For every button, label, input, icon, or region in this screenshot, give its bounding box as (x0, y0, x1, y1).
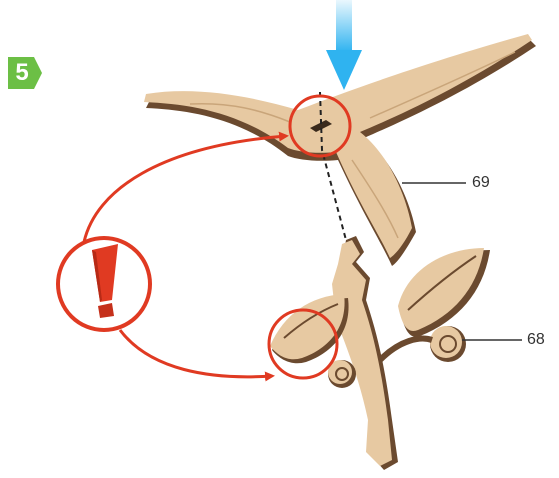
warning-arrow-top (84, 136, 286, 242)
warning-arrow-bottom (120, 330, 272, 377)
part-number-69: 69 (472, 174, 490, 192)
part-number-68: 68 (527, 331, 545, 349)
exclamation-icon (58, 238, 150, 330)
part-68 (270, 236, 490, 470)
down-arrow-icon (326, 0, 362, 90)
